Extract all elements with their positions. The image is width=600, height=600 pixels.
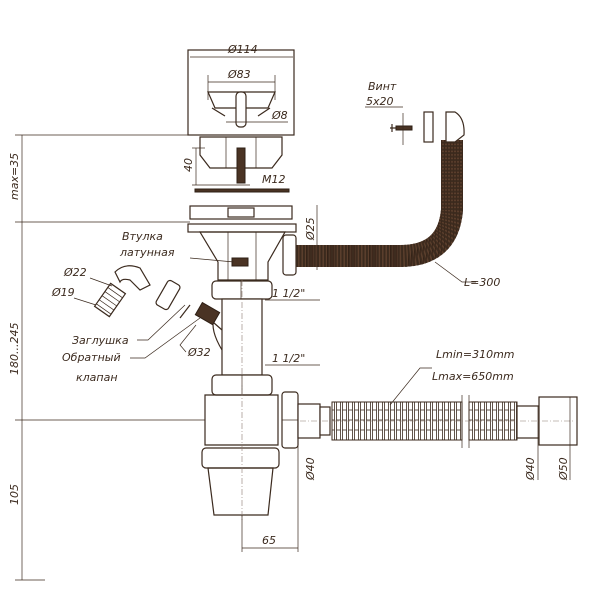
dim-m12: M12 — [262, 173, 286, 186]
dim-d19: Ø19 — [51, 286, 75, 299]
dim-d114: Ø114 — [227, 43, 258, 56]
label-valve-1: Обратный — [62, 351, 121, 364]
label-lmax: Lmax=650mm — [432, 370, 514, 383]
label-bushing-2: латунная — [119, 246, 175, 259]
strainer: Ø114 Ø83 Ø8 — [187, 43, 295, 136]
outlet-hose: Lmin=310mm Lmax=650mm Ø40 Ø40 Ø50 — [281, 348, 578, 490]
label-screw-title: Винт — [368, 80, 397, 93]
label-thread-bottom: 1 1/2" — [272, 352, 305, 365]
dim-d50-end: Ø50 — [557, 457, 570, 481]
drain-body: 40 M12 Втулка латунная — [119, 136, 297, 281]
label-l300: L=300 — [464, 276, 500, 289]
dim-d40-outlet: Ø40 — [304, 457, 317, 481]
siphon-cup — [201, 280, 280, 520]
dim-h180-245: 180...245 — [8, 323, 21, 375]
label-thread-top: 1 1/2" — [272, 287, 305, 300]
middle-pipe: Ø22 Ø19 1 1/2" 1 1/2" Заглушка Обратный … — [51, 265, 320, 384]
dim-w65: 65 — [262, 534, 276, 547]
label-screw-size: 5x20 — [366, 95, 394, 108]
overflow-hose: Винт 5x20 Ø25 L=300 — [296, 80, 500, 289]
dim-d32: Ø32 — [187, 346, 211, 359]
label-bushing-1: Втулка — [122, 230, 163, 243]
label-valve-2: клапан — [76, 371, 118, 384]
dim-d8: Ø8 — [271, 109, 288, 122]
dim-d40-end: Ø40 — [524, 457, 537, 481]
dim-d25: Ø25 — [304, 217, 317, 241]
dim-d83: Ø83 — [227, 68, 251, 81]
dim-h105: 105 — [8, 484, 21, 505]
label-plug: Заглушка — [72, 334, 129, 347]
dim-d22: Ø22 — [63, 266, 87, 279]
height-dimensions: max=35 180...245 105 65 — [8, 134, 299, 581]
dim-max35: max=35 — [8, 153, 21, 200]
dim-h40: 40 — [182, 158, 195, 172]
label-lmin: Lmin=310mm — [436, 348, 515, 361]
